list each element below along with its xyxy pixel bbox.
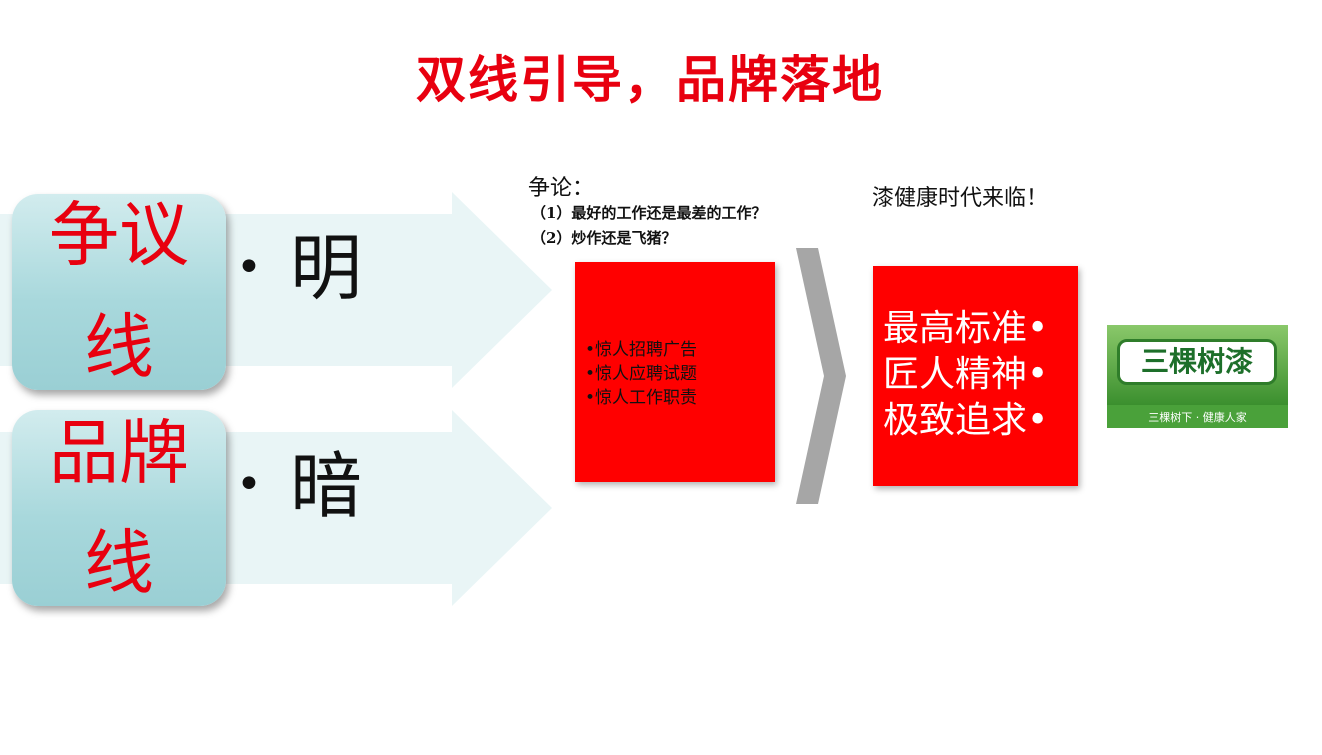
brand-logo: 三棵树漆 三棵树下 · 健康人家 bbox=[1107, 325, 1288, 428]
logo-wordmark: 三棵树漆 bbox=[1117, 339, 1277, 385]
value-item: 最高标准• bbox=[883, 308, 1049, 349]
brand-line-label-bottom: 线 bbox=[84, 522, 154, 604]
dispute-line-label-bottom: 线 bbox=[84, 306, 154, 388]
tactic-item: •惊人应聘试题 bbox=[585, 364, 698, 384]
dispute-line-label-top: 争议 bbox=[49, 194, 189, 276]
bullet-dark: 暗 bbox=[290, 444, 363, 528]
dispute-heading: 争论： bbox=[528, 176, 595, 201]
tactic-item: •惊人招聘广告 bbox=[585, 340, 698, 360]
dispute-item-1: （1）最好的工作还是最差的工作？ bbox=[531, 204, 767, 222]
dispute-item-2: （2）炒作还是飞猪？ bbox=[531, 229, 677, 247]
brand-line-label-top: 品牌 bbox=[49, 412, 189, 494]
bullet-dot: • bbox=[236, 242, 262, 293]
tactics-box: •惊人招聘广告 •惊人应聘试题 •惊人工作职责 bbox=[575, 262, 775, 482]
dispute-line-tile bbox=[12, 194, 226, 390]
era-text: 漆健康时代来临！ bbox=[872, 186, 1049, 211]
values-box: 最高标准• 匠人精神• 极致追求• bbox=[873, 266, 1078, 486]
slide-title: 双线引导，品牌落地 bbox=[416, 51, 884, 109]
brand-line-tile bbox=[12, 410, 226, 606]
value-item: 极致追求• bbox=[883, 400, 1049, 441]
bullet-bright: 明 bbox=[290, 226, 363, 310]
logo-tagline: 三棵树下 · 健康人家 bbox=[1148, 411, 1247, 424]
bullet-dot: • bbox=[236, 459, 262, 510]
tactic-item: •惊人工作职责 bbox=[585, 388, 698, 408]
value-item: 匠人精神• bbox=[883, 354, 1049, 395]
chevron-right-icon bbox=[796, 248, 846, 504]
